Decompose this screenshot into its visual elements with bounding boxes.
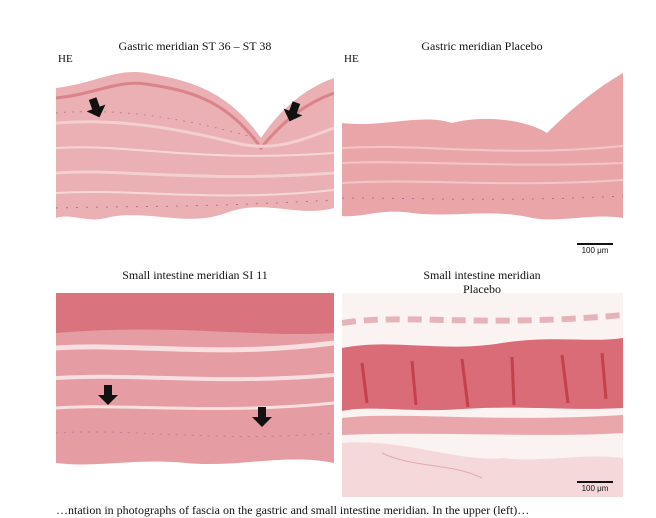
arrow-icon	[86, 97, 106, 118]
scale-bar-label: 100 μm	[581, 484, 609, 493]
micrograph-small-intestine-si11	[56, 293, 334, 497]
micrograph-gastric-st36	[56, 68, 334, 265]
panel-title-line1: Small intestine meridian	[423, 268, 541, 282]
panel-title-small-intestine-si11: Small intestine meridian SI 11	[122, 268, 268, 282]
stain-label-he: HE	[58, 53, 73, 65]
panel-title-gastric-st36: Gastric meridian ST 36 – ST 38	[118, 39, 272, 53]
panel-title-gastric-placebo: Gastric meridian Placebo	[421, 39, 543, 53]
scale-bar-line	[577, 243, 613, 245]
panel-title-small-intestine-placebo: Small intestine meridian Placebo	[342, 268, 622, 296]
arrow-icon	[252, 407, 272, 427]
panel-title-line2: Placebo	[463, 282, 501, 296]
arrow-icon	[98, 385, 118, 405]
scale-bar-line	[577, 481, 613, 483]
figure-caption: …ntation in photographs of fascia on the…	[56, 503, 530, 517]
stain-label-he: HE	[344, 53, 359, 65]
arrow-icon	[283, 101, 303, 122]
scale-bar-label: 100 μm	[581, 246, 609, 255]
scale-bar: 100 μm	[575, 243, 615, 255]
micrograph-small-intestine-placebo: 100 μm	[342, 293, 623, 497]
micrograph-gastric-placebo: 100 μm	[342, 68, 623, 265]
scale-bar: 100 μm	[575, 481, 615, 493]
